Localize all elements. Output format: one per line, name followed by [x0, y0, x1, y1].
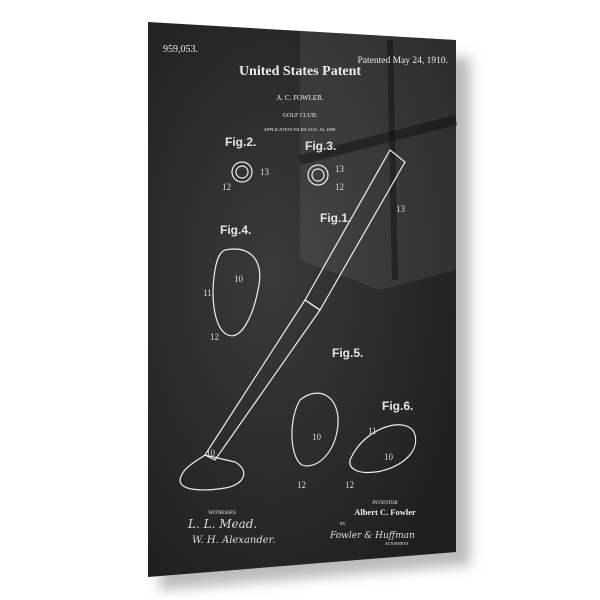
svg-text:10: 10 — [312, 432, 322, 442]
svg-text:10: 10 — [206, 448, 216, 458]
svg-text:12: 12 — [335, 182, 344, 192]
svg-text:13: 13 — [396, 204, 406, 214]
subject: GOLF CLUB. — [283, 113, 318, 119]
patent-title: United States Patent — [239, 64, 361, 79]
svg-text:12: 12 — [222, 182, 231, 192]
attorneys-label: ATTORNEYS — [385, 541, 408, 546]
svg-text:13: 13 — [335, 164, 345, 174]
svg-text:13: 13 — [260, 167, 270, 177]
svg-text:11: 11 — [203, 288, 212, 298]
inventor-heading: A. C. FOWLER. — [276, 94, 324, 102]
fig2-label: Fig.2. — [225, 135, 256, 149]
fig6-label: Fig.6. — [382, 399, 413, 413]
fig1-label: Fig.1. — [320, 211, 351, 225]
inventor-label: INVENTOR — [372, 501, 398, 506]
patent-number: 959,053. — [163, 44, 198, 55]
fig5-label: Fig.5. — [332, 346, 363, 360]
fig4-label: Fig.4. — [220, 223, 251, 237]
inventor-name: Albert C. Fowler — [354, 507, 416, 517]
witness-signature-2: W. H. Alexander. — [192, 535, 276, 546]
svg-text:12: 12 — [297, 480, 306, 490]
witnesses-label: WITNESSES — [208, 511, 236, 516]
witness-signature-1: L. L. Mead. — [187, 517, 257, 531]
svg-text:12: 12 — [210, 332, 219, 342]
svg-text:10: 10 — [234, 274, 244, 284]
svg-text:12: 12 — [345, 480, 354, 490]
fig3-label: Fig.3. — [305, 139, 336, 153]
patent-date: Patented May 24, 1910. — [357, 56, 448, 66]
by-label: BY — [340, 521, 346, 526]
attorney-signature: Fowler & Huffman — [329, 531, 415, 541]
svg-text:11: 11 — [368, 426, 377, 436]
svg-text:10: 10 — [384, 452, 394, 462]
